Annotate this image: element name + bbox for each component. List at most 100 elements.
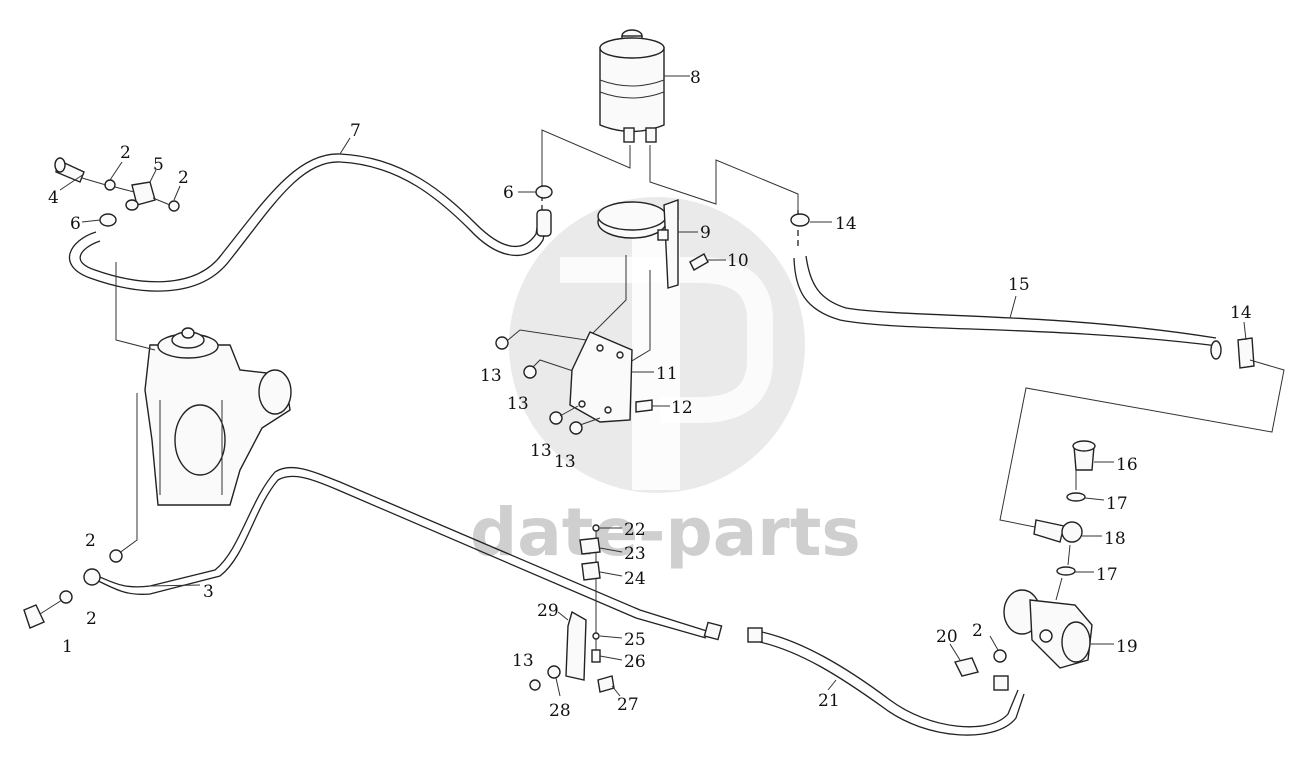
gear-side-boss <box>258 369 292 415</box>
callout-13: 13 <box>530 441 552 461</box>
pipe-3-eye <box>83 568 101 586</box>
callout-29: 29 <box>537 601 559 621</box>
clamp-14a <box>790 213 810 227</box>
callout-14: 14 <box>835 214 857 234</box>
callout-labels: 1 2 2 2 2 2 3 4 5 6 6 7 8 9 10 11 12 13 … <box>48 68 1252 721</box>
fittings-top-left <box>54 157 180 227</box>
callout-2: 2 <box>120 143 131 163</box>
washer-2a <box>104 179 116 191</box>
callout-3: 3 <box>203 582 214 602</box>
hose-21 <box>747 627 1025 736</box>
washer-17a <box>1066 492 1086 502</box>
callout-13: 13 <box>512 651 534 671</box>
hose-7 <box>68 153 547 292</box>
banjo-18 <box>1061 521 1083 543</box>
washer-2c <box>109 549 123 563</box>
callout-25: 25 <box>624 630 646 650</box>
callout-13: 13 <box>554 452 576 472</box>
pump-outlet <box>1061 621 1091 663</box>
callout-2: 2 <box>85 531 96 551</box>
pump-19 <box>1003 589 1093 669</box>
callout-24: 24 <box>624 569 646 589</box>
callout-7: 7 <box>350 121 361 141</box>
hose-21-fitting <box>993 675 1009 691</box>
callout-21: 21 <box>818 691 840 711</box>
steering-gear <box>144 327 292 506</box>
pump-fittings <box>1033 440 1096 601</box>
callout-27: 27 <box>617 695 639 715</box>
bracket-11 <box>569 331 653 423</box>
bolt-9 <box>657 229 669 241</box>
callout-9: 9 <box>700 223 711 243</box>
elbow-20 <box>953 657 979 677</box>
clip-23 <box>579 537 601 555</box>
callout-18: 18 <box>1104 529 1126 549</box>
callout-2: 2 <box>178 168 189 188</box>
bolt-head <box>54 157 66 173</box>
clamp-6b <box>535 185 553 199</box>
gear-port <box>174 404 226 476</box>
callout-5: 5 <box>153 155 164 175</box>
nut-13a <box>495 336 509 350</box>
washer-2e <box>993 649 1007 663</box>
callout-2: 2 <box>972 621 983 641</box>
hose-15 <box>793 255 1285 529</box>
nut-13d <box>569 421 583 435</box>
callout-13: 13 <box>480 366 502 386</box>
hose-21-end <box>747 627 763 643</box>
nut-13b <box>523 365 537 379</box>
hose-stub-left <box>536 209 552 237</box>
callout-14: 14 <box>1230 303 1252 323</box>
callout-13: 13 <box>507 394 529 414</box>
callout-15: 15 <box>1008 275 1030 295</box>
washer-25 <box>592 632 600 640</box>
callout-17: 17 <box>1096 565 1118 585</box>
pipe-3-nut <box>703 621 723 641</box>
washer-17b <box>1056 566 1076 576</box>
pipe-3 <box>23 466 723 641</box>
banjo-18-pipe <box>1033 519 1065 543</box>
callout-22: 22 <box>624 520 646 540</box>
nut-13e <box>529 679 541 691</box>
callout-11: 11 <box>656 364 678 384</box>
callout-16: 16 <box>1116 455 1138 475</box>
bolt-1 <box>23 604 45 629</box>
washer-2d <box>59 590 73 604</box>
bolt-27 <box>597 675 615 693</box>
washer-28 <box>547 665 561 679</box>
watermark-text: date-parts <box>470 494 861 571</box>
callout-26: 26 <box>624 652 646 672</box>
reservoir-8 <box>599 29 690 143</box>
bracket-29-assembly <box>529 524 615 693</box>
callout-19: 19 <box>1116 637 1138 657</box>
callout-12: 12 <box>671 398 693 418</box>
leaders-gear <box>115 262 156 555</box>
callout-17: 17 <box>1106 494 1128 514</box>
banjo-5 <box>131 181 156 206</box>
callout-1: 1 <box>62 637 73 657</box>
sleeve-24 <box>581 561 601 581</box>
bracket-29 <box>565 610 587 681</box>
callout-2: 2 <box>86 609 97 629</box>
callout-6: 6 <box>503 183 514 203</box>
callout-10: 10 <box>727 251 749 271</box>
callout-8: 8 <box>690 68 701 88</box>
nut-13c <box>549 411 563 425</box>
callout-20: 20 <box>936 627 958 647</box>
watermark-glyph <box>560 257 773 423</box>
callout-23: 23 <box>624 544 646 564</box>
callout-4: 4 <box>48 188 59 208</box>
watermark: date-parts <box>470 197 861 571</box>
clamp-14b <box>1237 337 1255 369</box>
pin-22 <box>592 524 600 532</box>
bolt-10 <box>689 253 709 271</box>
washer-2b <box>168 200 180 212</box>
callout-6: 6 <box>70 214 81 234</box>
bolt-12 <box>635 399 653 413</box>
bolt-26 <box>591 649 601 663</box>
banjo-5-nipple <box>125 199 139 211</box>
bracket-9 <box>597 199 709 289</box>
callout-leaders <box>59 137 1247 697</box>
